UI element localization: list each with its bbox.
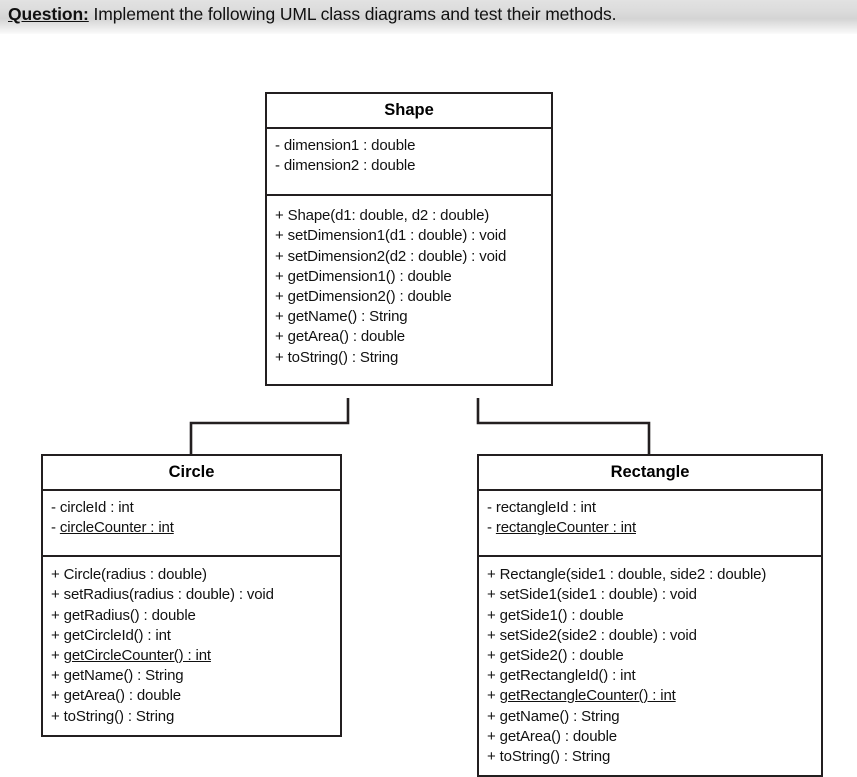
visibility-marker: +	[487, 687, 500, 705]
uml-member: + getRectangleId() : int	[487, 667, 636, 685]
generalization-line-rectangle	[476, 398, 651, 454]
uml-member: + setSide2(side2 : double) : void	[487, 626, 697, 644]
uml-member: + Circle(radius : double)	[51, 566, 207, 584]
uml-member: - circleId : int	[51, 499, 134, 517]
uml-member: - rectangleCounter : int	[487, 518, 813, 538]
uml-member: + getCircleId() : int	[51, 626, 171, 644]
class-name-shape: Shape	[267, 94, 551, 130]
uml-member: - dimension2 : double	[275, 157, 416, 175]
uml-member: + setRadius(radius : double) : void	[51, 586, 274, 604]
uml-member: + getDimension2() : double	[275, 287, 452, 305]
uml-member: + toString() : String	[275, 348, 399, 366]
class-name-rectangle: Rectangle	[479, 456, 821, 492]
uml-member: + getArea() : double	[487, 727, 618, 745]
uml-diagram-canvas: Shape - dimension1 : double - dimension2 …	[0, 34, 857, 777]
uml-member: + toString() : String	[51, 707, 175, 725]
uml-member: + getRadius() : double	[51, 606, 196, 624]
operations-compartment-circle: + Circle(radius : double) + setRadius(rad…	[43, 557, 340, 735]
operations-compartment-rectangle: + Rectangle(side1 : double, side2 : doub…	[479, 557, 821, 775]
static-member-text: circleCounter : int	[59, 519, 174, 537]
uml-class-shape[interactable]: Shape - dimension1 : double - dimension2 …	[265, 92, 553, 387]
uml-class-rectangle[interactable]: Rectangle - rectangleId : int- rectangle…	[477, 454, 823, 777]
class-name-circle: Circle	[43, 456, 340, 492]
attributes-compartment-circle: - circleId : int- circleCounter : int	[43, 491, 340, 558]
visibility-marker: +	[51, 646, 64, 664]
uml-member: - dimension1 : double	[275, 137, 416, 155]
visibility-marker: -	[487, 519, 496, 537]
generalization-line-circle	[189, 398, 350, 454]
uml-member: + toString() : String	[487, 747, 611, 765]
uml-member: + setDimension1(d1 : double) : void	[275, 227, 507, 245]
static-member-text: getCircleCounter() : int	[63, 646, 211, 664]
attributes-compartment-rectangle: - rectangleId : int- rectangleCounter : …	[479, 491, 821, 558]
uml-class-circle[interactable]: Circle - circleId : int- circleCounter :…	[41, 454, 342, 737]
attributes-compartment-shape: - dimension1 : double - dimension2 : doub…	[267, 129, 551, 197]
visibility-marker: -	[51, 519, 60, 537]
question-header: Question: Implement the following UML cl…	[0, 0, 857, 34]
uml-member: + getArea() : double	[51, 687, 182, 705]
operations-compartment-shape: + Shape(d1: double, d2 : double) + setDim…	[267, 196, 551, 384]
question-label: Question:	[8, 4, 89, 24]
uml-member: + getName() : String	[487, 707, 620, 725]
question-line: Question: Implement the following UML cl…	[8, 4, 616, 25]
uml-member: + setDimension2(d2 : double) : void	[275, 247, 507, 265]
uml-member: + getDimension1() : double	[275, 267, 452, 285]
uml-member: + getCircleCounter() : int	[51, 646, 332, 666]
uml-member: + Shape(d1: double, d2 : double)	[275, 207, 490, 225]
uml-member: + getSide1() : double	[487, 606, 624, 624]
uml-member: + Rectangle(side1 : double, side2 : doub…	[487, 566, 767, 584]
uml-member: + getSide2() : double	[487, 646, 624, 664]
static-member-text: getRectangleCounter() : int	[499, 687, 676, 705]
uml-member: + setSide1(side1 : double) : void	[487, 586, 697, 604]
uml-member: - circleCounter : int	[51, 518, 332, 538]
uml-member: + getName() : String	[275, 308, 408, 326]
uml-member: + getRectangleCounter() : int	[487, 686, 813, 706]
uml-member: + getName() : String	[51, 667, 184, 685]
static-member-text: rectangleCounter : int	[495, 519, 636, 537]
uml-member: + getArea() : double	[275, 328, 406, 346]
uml-member: - rectangleId : int	[487, 499, 596, 517]
question-text: Implement the following UML class diagra…	[88, 4, 617, 24]
